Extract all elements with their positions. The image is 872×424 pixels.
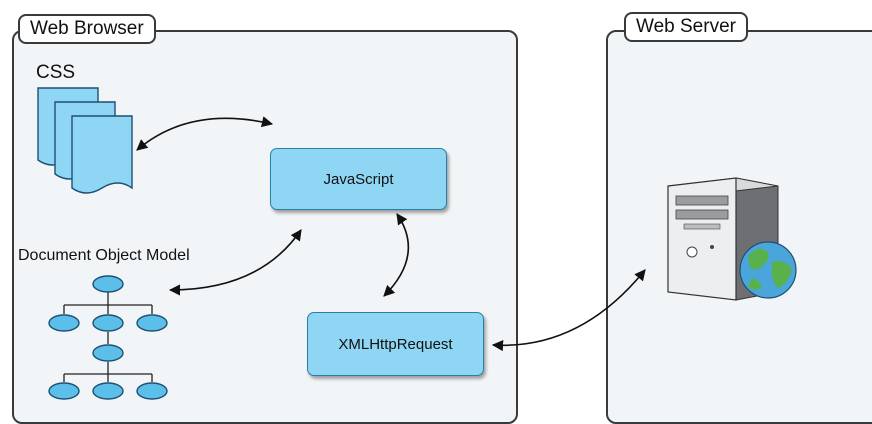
javascript-xhr-arrow [383, 213, 410, 297]
javascript-label: JavaScript [323, 170, 394, 188]
xmlhttprequest-node: XMLHttpRequest [307, 312, 484, 376]
dom-javascript-arrow [168, 229, 302, 296]
css-documents-icon [37, 87, 133, 194]
xhr-server-arrow [491, 269, 646, 352]
css-label: CSS [36, 62, 76, 83]
dom-label: Document Object Model [18, 247, 190, 264]
web-server-title: Web Server [624, 12, 748, 42]
javascript-node: JavaScript [270, 148, 447, 210]
diagram-graphics [37, 87, 797, 400]
web-browser-title: Web Browser [18, 14, 156, 44]
css-javascript-arrow [136, 116, 274, 151]
globe-icon [739, 241, 797, 299]
xmlhttprequest-label: XMLHttpRequest [338, 335, 453, 353]
dom-tree-icon [48, 275, 168, 400]
